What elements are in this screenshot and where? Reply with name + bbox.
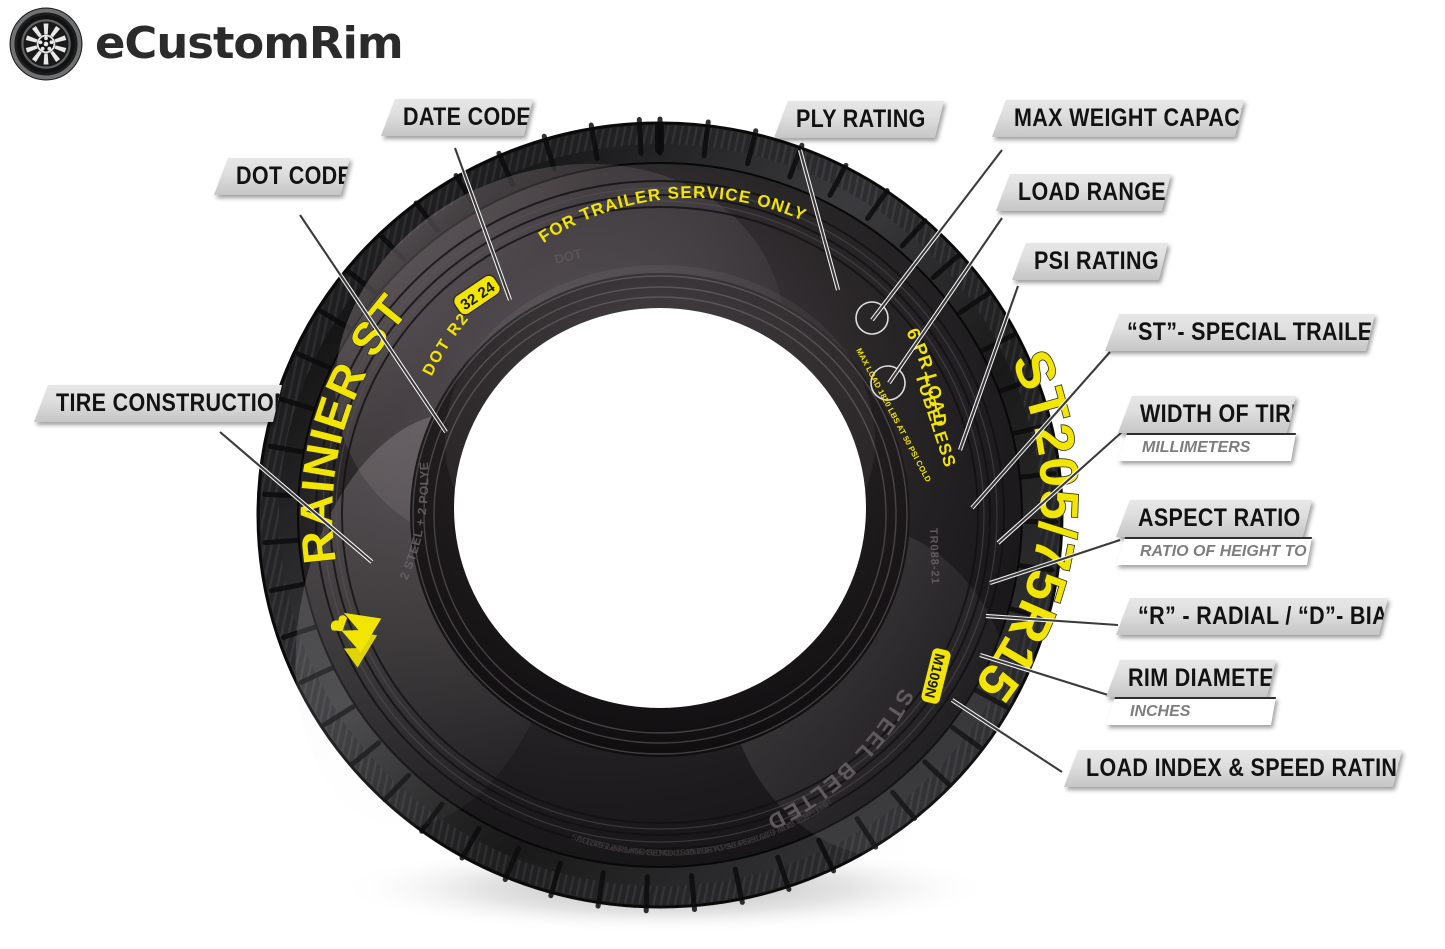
callout-special-trailer[interactable]: “ST”- SPECIAL TRAILER <box>1105 314 1375 351</box>
callout-width-of-tire-label: WIDTH OF TIRE <box>1140 400 1306 428</box>
callout-rim-diameter[interactable]: RIM DIAMETER INCHES <box>1106 660 1276 725</box>
brand-logo: eCustomRim <box>8 6 404 82</box>
sidewall-dot-mark: DOT <box>553 246 583 267</box>
callout-radial-bias[interactable]: “R” - RADIAL / “D”- BIAS <box>1116 598 1388 635</box>
wheel-rim-icon <box>9 7 83 81</box>
callout-ply-rating-label: PLY RATING <box>796 105 926 133</box>
brand-mountain-graphic <box>330 612 382 668</box>
tire-hole <box>454 308 866 708</box>
callout-load-index-speed-rating-label: LOAD INDEX & SPEED RATING <box>1086 754 1415 782</box>
sidewall-mold-text: TR088-21 <box>927 528 941 585</box>
callout-max-weight-capacity-label: MAX WEIGHT CAPACITY <box>1014 104 1275 132</box>
callout-radial-bias-label: “R” - RADIAL / “D”- BIAS <box>1138 602 1403 630</box>
callout-load-range-label: LOAD RANGE <box>1018 178 1166 206</box>
tire-body <box>256 116 1064 914</box>
callout-load-index-speed-rating[interactable]: LOAD INDEX & SPEED RATING <box>1064 750 1402 787</box>
callout-max-weight-capacity[interactable]: MAX WEIGHT CAPACITY <box>992 100 1244 137</box>
callout-width-of-tire-sub: MILLIMETERS <box>1142 439 1251 456</box>
callout-special-trailer-label: “ST”- SPECIAL TRAILER <box>1127 318 1389 346</box>
callout-tire-construction[interactable]: TIRE CONSTRUCTION <box>34 385 282 422</box>
callout-psi-rating[interactable]: PSI RATING <box>1012 243 1168 280</box>
callout-dot-code[interactable]: DOT CODE <box>214 158 350 195</box>
callout-load-range[interactable]: LOAD RANGE <box>996 174 1171 211</box>
callout-psi-rating-label: PSI RATING <box>1034 247 1159 275</box>
brand-wordmark: eCustomRim <box>94 18 404 69</box>
callout-aspect-ratio-label: ASPECT RATIO <box>1138 504 1301 532</box>
callout-date-code[interactable]: DATE CODE <box>381 99 533 136</box>
callout-aspect-ratio[interactable]: ASPECT RATIO RATIO OF HEIGHT TO WIDTH <box>1116 500 1312 565</box>
callout-rim-diameter-label: RIM DIAMETER <box>1128 664 1290 692</box>
callout-aspect-ratio-sub: RATIO OF HEIGHT TO WIDTH <box>1140 543 1364 560</box>
callout-ply-rating[interactable]: PLY RATING <box>774 101 944 138</box>
callout-width-of-tire[interactable]: WIDTH OF TIRE MILLIMETERS <box>1118 396 1296 461</box>
callout-dot-code-label: DOT CODE <box>236 162 353 190</box>
callout-tire-construction-label: TIRE CONSTRUCTION <box>56 389 290 417</box>
callout-date-code-label: DATE CODE <box>403 103 532 131</box>
callout-rim-diameter-sub: INCHES <box>1130 703 1191 720</box>
